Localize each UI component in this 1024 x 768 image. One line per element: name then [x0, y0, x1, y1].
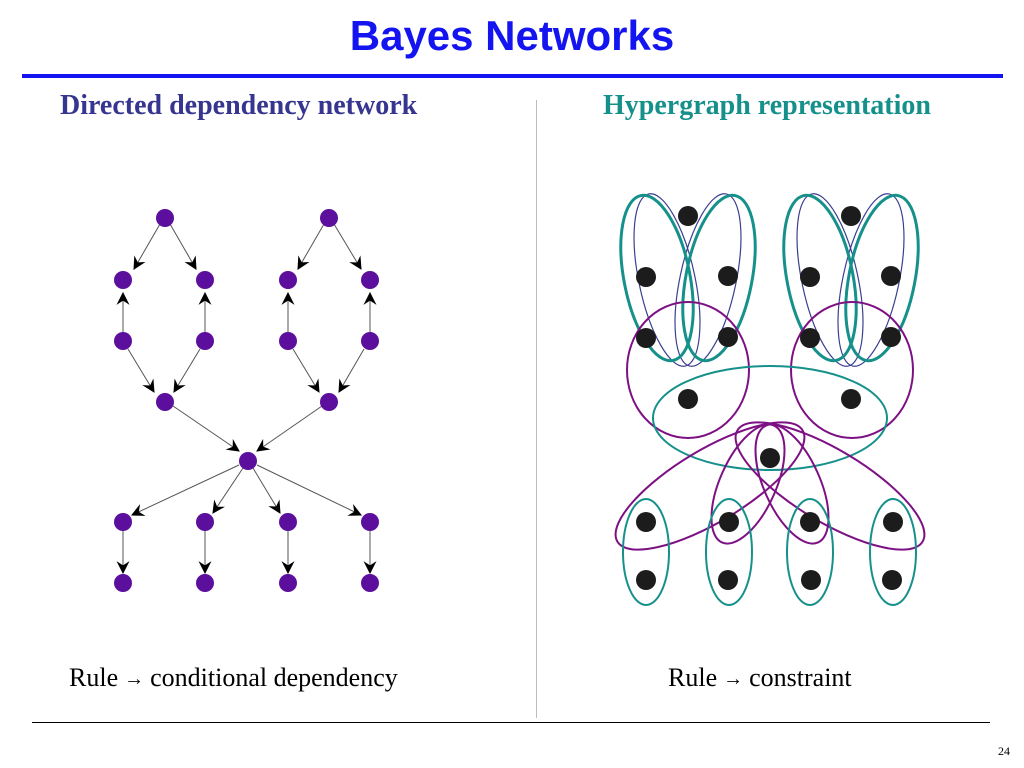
hyperedge: [837, 193, 905, 367]
node: [361, 574, 379, 592]
hyperedge: [705, 498, 753, 606]
node: [718, 570, 738, 590]
node: [114, 513, 132, 531]
directed-network: [116, 223, 377, 575]
node: [760, 448, 780, 468]
node: [279, 332, 297, 350]
edge: [169, 223, 197, 270]
node: [678, 206, 698, 226]
hyperedge: [622, 498, 670, 606]
hyperedge: [754, 423, 830, 545]
node: [841, 206, 861, 226]
node: [636, 267, 656, 287]
right-caption: Rule→constraint: [668, 661, 852, 697]
node: [361, 513, 379, 531]
node: [361, 271, 379, 289]
left-caption-suffix: conditional dependency: [150, 663, 398, 692]
left-caption: Rule→conditional dependency: [69, 661, 398, 697]
hyperedge: [790, 301, 914, 439]
edge: [292, 348, 320, 393]
directed-nodes: [114, 209, 379, 592]
node: [279, 271, 297, 289]
node: [196, 513, 214, 531]
node: [881, 266, 901, 286]
node: [800, 328, 820, 348]
hyperedge: [844, 193, 920, 363]
hyperedge: [782, 193, 858, 363]
node: [841, 389, 861, 409]
hyperedge: [633, 193, 701, 367]
node: [883, 512, 903, 532]
node: [636, 328, 656, 348]
node: [361, 332, 379, 350]
node: [156, 209, 174, 227]
node: [196, 271, 214, 289]
page-number: 24: [998, 744, 1010, 758]
edge: [212, 467, 244, 514]
right-arrow-icon: →: [723, 668, 744, 690]
node: [114, 574, 132, 592]
edge: [127, 348, 155, 393]
hyperedge: [681, 193, 757, 363]
node: [800, 512, 820, 532]
title-underline: [22, 74, 1003, 78]
edge: [131, 464, 240, 516]
hyperedge: [869, 498, 917, 606]
node: [279, 513, 297, 531]
node: [678, 389, 698, 409]
edge: [133, 223, 161, 270]
right-arrow-icon: →: [124, 668, 145, 690]
hyperedge: [710, 423, 786, 545]
edge: [256, 464, 362, 516]
node: [320, 393, 338, 411]
node: [636, 570, 656, 590]
hyperedge: [674, 193, 742, 367]
left-heading: Directed dependency network: [60, 90, 418, 121]
node: [196, 332, 214, 350]
hyperedge: [796, 193, 864, 367]
node: [239, 452, 257, 470]
node: [320, 209, 338, 227]
panel-divider: [536, 100, 537, 718]
footer-rule: [32, 722, 990, 723]
edge: [173, 348, 201, 393]
hyperedge: [619, 193, 695, 363]
edge: [333, 223, 362, 270]
node: [279, 574, 297, 592]
slide-title: Bayes Networks: [349, 12, 675, 59]
node: [636, 512, 656, 532]
node: [801, 570, 821, 590]
node: [114, 271, 132, 289]
node: [718, 327, 738, 347]
node: [882, 570, 902, 590]
node: [719, 512, 739, 532]
node: [156, 393, 174, 411]
edge: [338, 348, 365, 393]
node: [114, 332, 132, 350]
edge: [172, 405, 240, 452]
edge: [252, 467, 281, 514]
node: [718, 266, 738, 286]
hypergraph-edges: [614, 193, 926, 606]
right-heading: Hypergraph representation: [603, 90, 931, 121]
right-caption-prefix: Rule: [668, 663, 718, 692]
edge: [297, 223, 325, 270]
hyperedge: [626, 301, 750, 439]
node: [196, 574, 214, 592]
node: [881, 327, 901, 347]
edge: [256, 405, 323, 452]
right-caption-suffix: constraint: [749, 663, 852, 692]
hyperedge: [786, 498, 834, 606]
hypergraph-nodes: [636, 206, 903, 590]
left-caption-prefix: Rule: [69, 663, 119, 692]
node: [800, 267, 820, 287]
hyperedge: [652, 365, 888, 471]
